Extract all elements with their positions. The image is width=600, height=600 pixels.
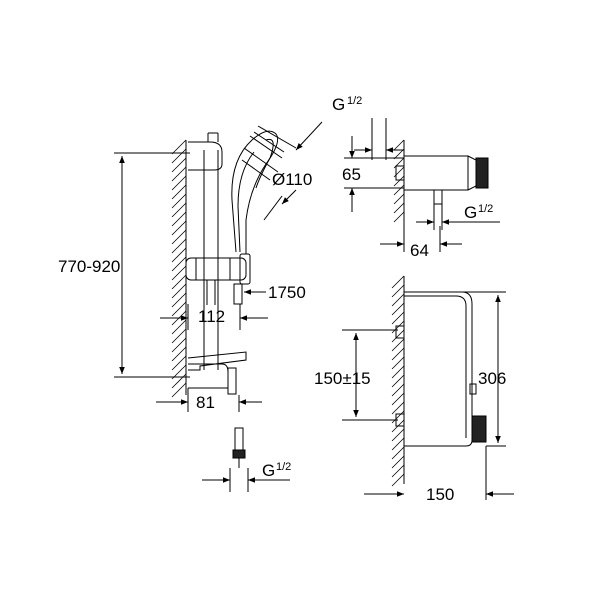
- hatch-line: [171, 283, 187, 299]
- hatch-line: [171, 355, 187, 371]
- valve-handle: [471, 415, 487, 443]
- hatch-line: [393, 148, 405, 160]
- hatch-line: [171, 265, 187, 281]
- thread-bottom-fraction: 1/2: [276, 461, 291, 473]
- hatch-line: [171, 148, 187, 164]
- hatch-line: [171, 202, 187, 218]
- hose-connector: [233, 283, 243, 305]
- hatch-line: [391, 428, 405, 442]
- head-diameter-label: Ø110: [272, 170, 312, 189]
- valve-profile-body: [404, 291, 473, 447]
- top-wall-bracket: [188, 141, 223, 171]
- hatch-line: [391, 464, 405, 478]
- hatch-line: [171, 247, 187, 263]
- hatch-line: [393, 202, 405, 214]
- valve-knob: [475, 157, 489, 189]
- hatch-line: [171, 382, 187, 398]
- hatch-line: [391, 437, 405, 451]
- wall-hatch-left: [171, 139, 187, 398]
- hatch-line: [171, 175, 187, 191]
- hatch-line: [171, 337, 187, 353]
- wall-offset-label: 81: [196, 393, 215, 412]
- hatch-line: [171, 373, 187, 389]
- height-range-label: 770-920: [58, 257, 120, 276]
- hatch-line: [391, 365, 405, 379]
- hatch-line: [171, 184, 187, 200]
- slider-width-label: 112: [198, 307, 225, 326]
- hatch-line: [171, 166, 187, 182]
- hatch-line: [171, 274, 187, 290]
- slider-holder: [185, 257, 247, 281]
- hatch-line: [171, 319, 187, 335]
- hatch-line: [391, 338, 405, 352]
- hatch-line: [393, 211, 405, 223]
- hatch-line: [391, 446, 405, 460]
- hatch-line: [391, 410, 405, 424]
- hose-length-label: 1750: [268, 283, 306, 302]
- hatch-line: [391, 293, 405, 307]
- valve-depth-label: 64: [410, 241, 429, 260]
- thread-side-fraction: 1/2: [478, 203, 493, 215]
- hatch-line: [171, 157, 187, 173]
- hatch-line: [391, 329, 405, 343]
- hatch-line: [171, 229, 187, 245]
- valve-profile-view: 150±15 306 150: [314, 275, 514, 504]
- hatch-line: [391, 401, 405, 415]
- thread-top-fraction: 1/2: [347, 95, 362, 107]
- hatch-line: [171, 328, 187, 344]
- thread-top-label: G: [332, 95, 345, 114]
- centers-label: 150±15: [314, 369, 371, 388]
- hatch-line: [391, 392, 405, 406]
- soap-tray: [187, 351, 247, 371]
- thread-side-label: G: [464, 203, 477, 222]
- hatch-line: [391, 356, 405, 370]
- hatch-line: [391, 347, 405, 361]
- hatch-line: [391, 275, 405, 289]
- hatch-line: [391, 383, 405, 397]
- hatch-line: [171, 220, 187, 236]
- valve-height-label: 65: [342, 165, 361, 184]
- hatch-line: [171, 346, 187, 362]
- bottom-wall-bracket: [188, 363, 229, 389]
- hand-shower: [231, 130, 279, 254]
- hose-fitting: [234, 427, 244, 451]
- hatch-line: [391, 284, 405, 298]
- hatch-line: [391, 302, 405, 316]
- hatch-line: [171, 292, 187, 308]
- valve-side-view: G 1/2 65 G 1/2 64: [332, 95, 500, 260]
- hatch-line: [393, 193, 405, 205]
- hatch-line: [171, 211, 187, 227]
- hatch-line: [391, 320, 405, 334]
- hatch-line: [391, 311, 405, 325]
- hatch-line: [171, 301, 187, 317]
- body-height-label: 306: [478, 369, 506, 388]
- shower-rail-view: 770-920 1750 112 81 Ø110 G 1/2: [58, 121, 323, 492]
- thread-bottom-label: G: [262, 461, 275, 480]
- hatch-line: [393, 184, 405, 196]
- hatch-line: [171, 238, 187, 254]
- hatch-line: [393, 175, 405, 187]
- valve-body: [403, 155, 469, 191]
- hatch-line: [391, 374, 405, 388]
- hatch-line: [171, 193, 187, 209]
- hatch-line: [391, 455, 405, 469]
- body-depth-label: 150: [426, 485, 454, 504]
- hatch-line: [171, 139, 187, 155]
- hatch-line: [171, 256, 187, 272]
- hatch-line: [391, 473, 405, 487]
- hatch-line: [393, 139, 405, 151]
